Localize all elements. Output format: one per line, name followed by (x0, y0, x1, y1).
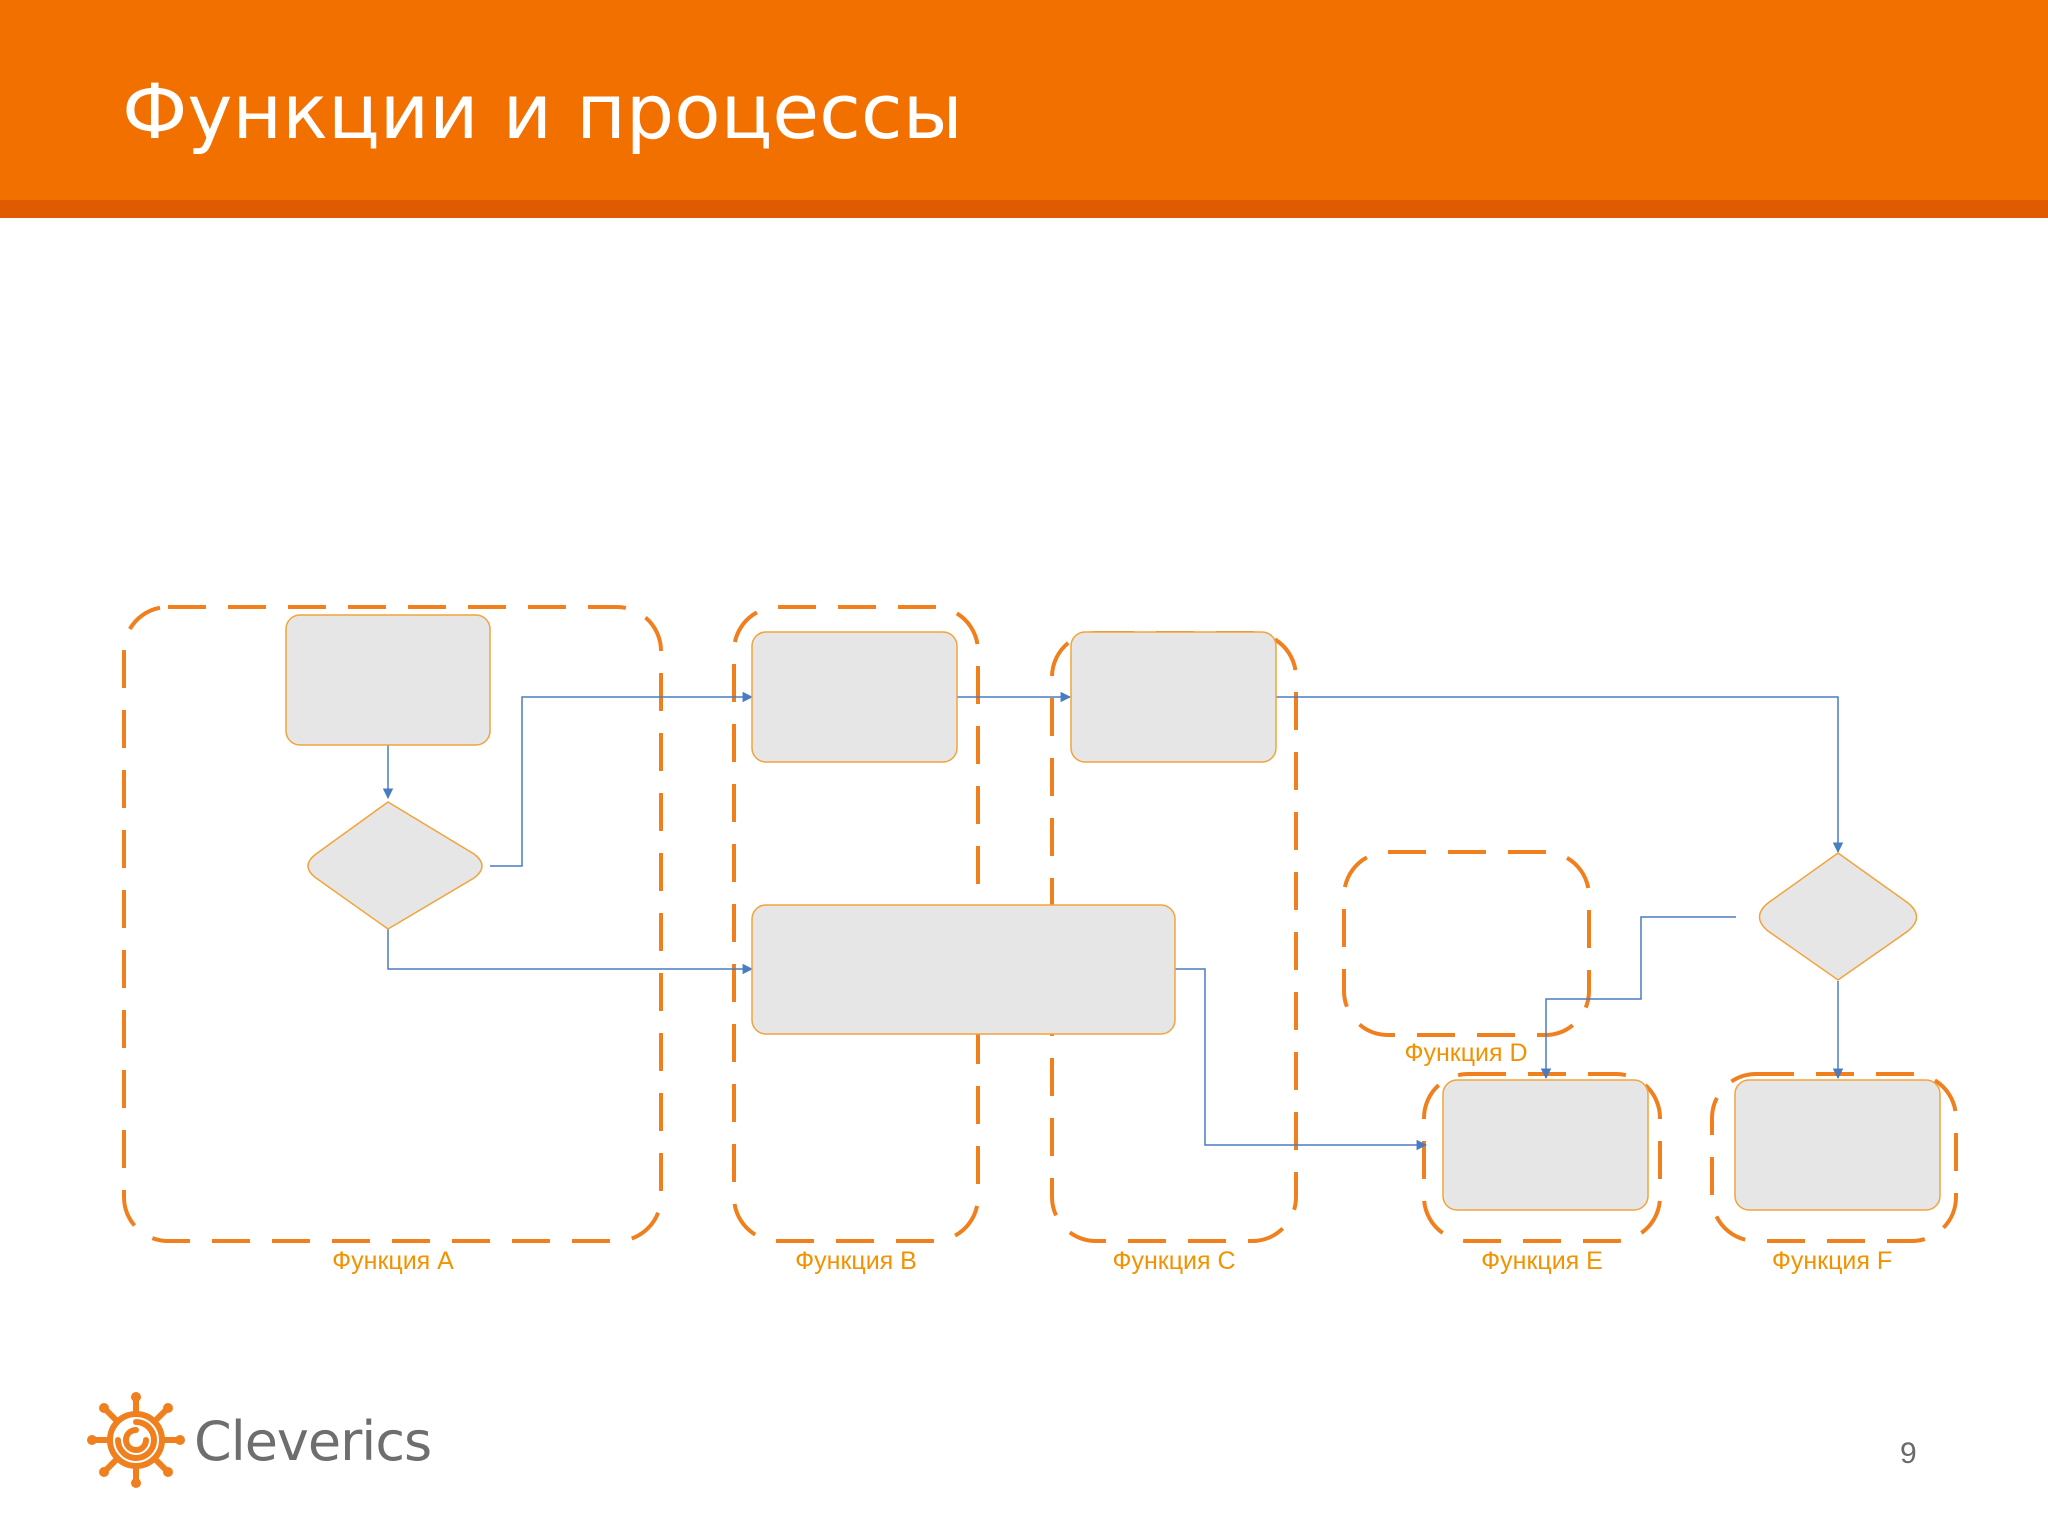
connector-wide-process-to-e (1175, 968, 1428, 1151)
cleverics-logo: Cleverics (84, 1390, 464, 1490)
header-bar (0, 0, 2048, 200)
connector-c-to-f-decision (1276, 696, 1844, 854)
function-c-label: Функция C (1112, 1247, 1235, 1275)
process-box-e (1442, 1079, 1649, 1211)
connector-f-decision-to-e (1540, 916, 1736, 1080)
function-d-container (1342, 850, 1591, 1037)
process-box-wide (751, 904, 1176, 1035)
process-box-c (1070, 631, 1277, 763)
header-rule (0, 200, 2048, 218)
slide-title: Функции и процессы (122, 67, 963, 156)
logo-wheel-icon (87, 1392, 185, 1488)
page-number: 9 (1900, 1437, 1917, 1470)
function-a-container (122, 605, 663, 1243)
decision-f (1758, 852, 1918, 981)
process-box-f (1734, 1079, 1941, 1211)
function-a-label: Функция A (332, 1247, 454, 1275)
connector-a-decision-to-b-process (490, 691, 754, 867)
function-b-label: Функция B (795, 1247, 917, 1275)
decision-a (307, 801, 483, 930)
function-f-label: Функция F (1772, 1247, 1892, 1275)
connector-a-decision-to-wide-process (387, 929, 754, 975)
process-box-a (285, 614, 491, 746)
function-e-label: Функция E (1481, 1247, 1603, 1275)
function-d-label: Функция D (1404, 1039, 1527, 1067)
logo-wordmark: Cleverics (194, 1410, 432, 1473)
process-box-b (751, 631, 958, 763)
